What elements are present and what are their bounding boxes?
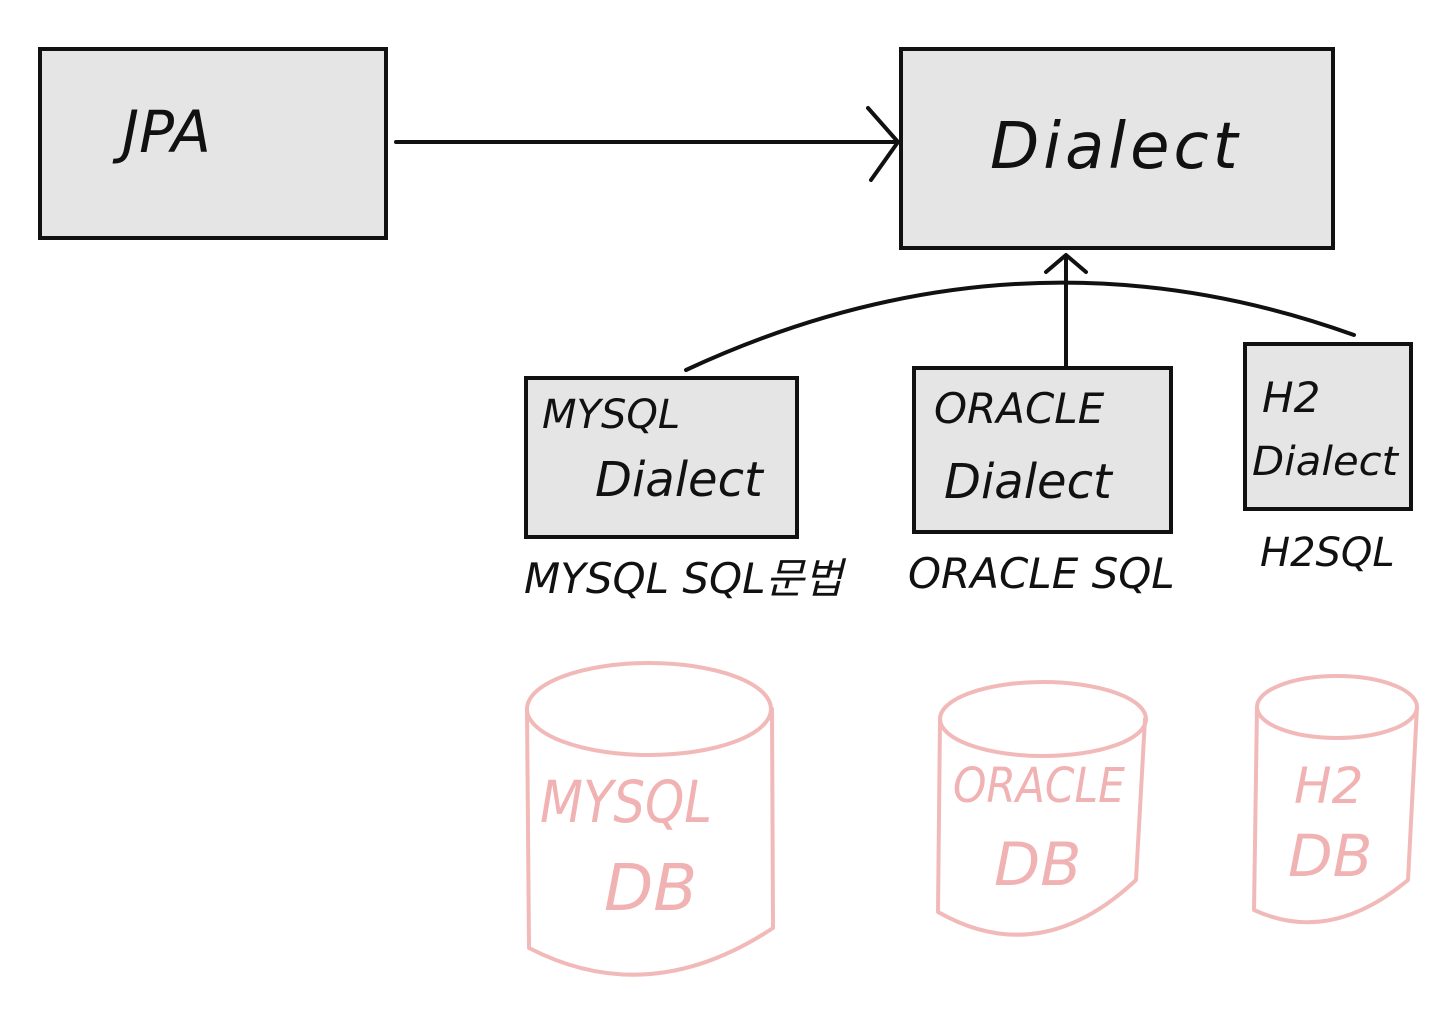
dialect-label: Dialect: [990, 110, 1242, 184]
mysql-db-line1: MYSQL: [540, 768, 712, 836]
dialect-inheritance-connector: [684, 253, 1356, 372]
h2-dialect-line2: Dialect: [1252, 439, 1399, 485]
oracle-dialect-line1: ORACLE: [934, 384, 1105, 433]
oracle-db-cylinder-icon: ORACLE DB: [936, 680, 1148, 937]
h2-dialect-line1: H2: [1262, 373, 1320, 422]
h2-sql-label: H2SQL: [1260, 530, 1395, 576]
dialect-box: Dialect: [899, 47, 1335, 250]
h2-db-cylinder-icon: H2 DB: [1252, 674, 1419, 925]
oracle-db-line1: ORACLE: [953, 758, 1126, 814]
h2-dialect-box: H2 Dialect: [1243, 342, 1413, 511]
oracle-db-line2: DB: [994, 830, 1081, 900]
oracle-dialect-box: ORACLE Dialect: [912, 366, 1173, 534]
oracle-dialect-line2: Dialect: [944, 454, 1114, 510]
jpa-to-dialect-arrow: [394, 106, 900, 182]
mysql-sql-label: MYSQL SQL문법: [524, 554, 847, 603]
mysql-dialect-line2: Dialect: [595, 452, 765, 508]
mysql-dialect-box: MYSQL Dialect: [524, 376, 799, 539]
jpa-label: JPA: [112, 98, 211, 166]
mysql-db-line2: DB: [604, 852, 697, 926]
mysql-db-cylinder-icon: MYSQL DB: [525, 661, 775, 977]
h2-db-line1: H2: [1294, 757, 1363, 815]
h2-db-line2: DB: [1288, 822, 1372, 890]
oracle-sql-label: ORACLE SQL: [908, 549, 1175, 598]
mysql-dialect-line1: MYSQL: [542, 392, 680, 438]
jpa-box: JPA: [38, 47, 388, 240]
